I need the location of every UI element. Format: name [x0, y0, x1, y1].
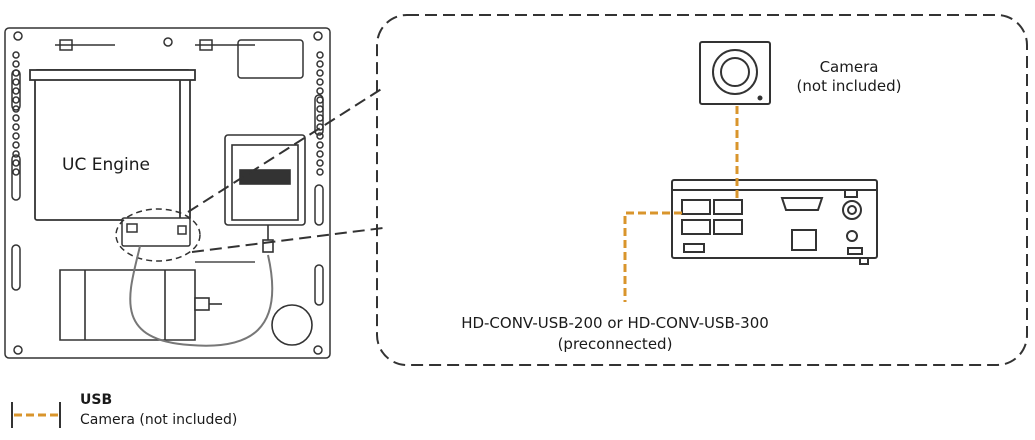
plate-hole	[316, 132, 324, 140]
plate-hole	[316, 105, 324, 113]
plate-hole	[12, 96, 20, 104]
usb-connections	[623, 106, 739, 302]
detail-frame	[376, 14, 1028, 366]
camera-label-line1: Camera	[819, 58, 879, 76]
legend: USB Camera (not included)	[10, 390, 310, 435]
plate-hole	[12, 114, 20, 122]
legend-title: USB	[80, 392, 113, 408]
plate-hole	[12, 150, 20, 158]
converter-label: HD-CONV-USB-200 or HD-CONV-USB-300 (prec…	[415, 313, 815, 355]
plate-hole	[12, 141, 20, 149]
plate-hole	[316, 78, 324, 86]
plate-hole	[316, 87, 324, 95]
usb-extender-device	[224, 134, 306, 253]
cables	[129, 245, 274, 347]
plate-hole	[316, 168, 324, 176]
plate-hole	[12, 159, 20, 167]
camera-icon	[699, 41, 771, 105]
plate-hole	[12, 51, 20, 59]
plate-hole	[316, 96, 324, 104]
mounting-plate	[4, 27, 331, 359]
plate-hole	[316, 159, 324, 167]
camera-label: Camera (not included)	[784, 58, 914, 96]
power-supply-unit	[59, 269, 313, 346]
plate-hole	[12, 168, 20, 176]
plate-hole	[12, 123, 20, 131]
converter-label-line2: (preconnected)	[557, 335, 673, 353]
plate-hole	[316, 60, 324, 68]
plate-hole	[316, 51, 324, 59]
plate-hole	[12, 87, 20, 95]
plate-hole	[316, 69, 324, 77]
plate-hole	[12, 60, 20, 68]
plate-hole	[316, 114, 324, 122]
converter-label-line1: HD-CONV-USB-200 or HD-CONV-USB-300	[461, 314, 769, 332]
plate-hole	[316, 150, 324, 158]
camera-label-line2: (not included)	[796, 77, 902, 95]
plate-hole	[12, 132, 20, 140]
plate-hole	[316, 141, 324, 149]
plate-hole	[12, 78, 20, 86]
legend-subtitle: Camera (not included)	[80, 412, 238, 428]
uc-engine-label: UC Engine	[62, 155, 150, 175]
legend-usb-line	[11, 402, 61, 428]
zoom-guide-lines	[187, 87, 384, 253]
uc-engine-unit	[29, 69, 196, 221]
converter-on-plate	[115, 208, 201, 262]
converter-detail	[671, 179, 878, 265]
